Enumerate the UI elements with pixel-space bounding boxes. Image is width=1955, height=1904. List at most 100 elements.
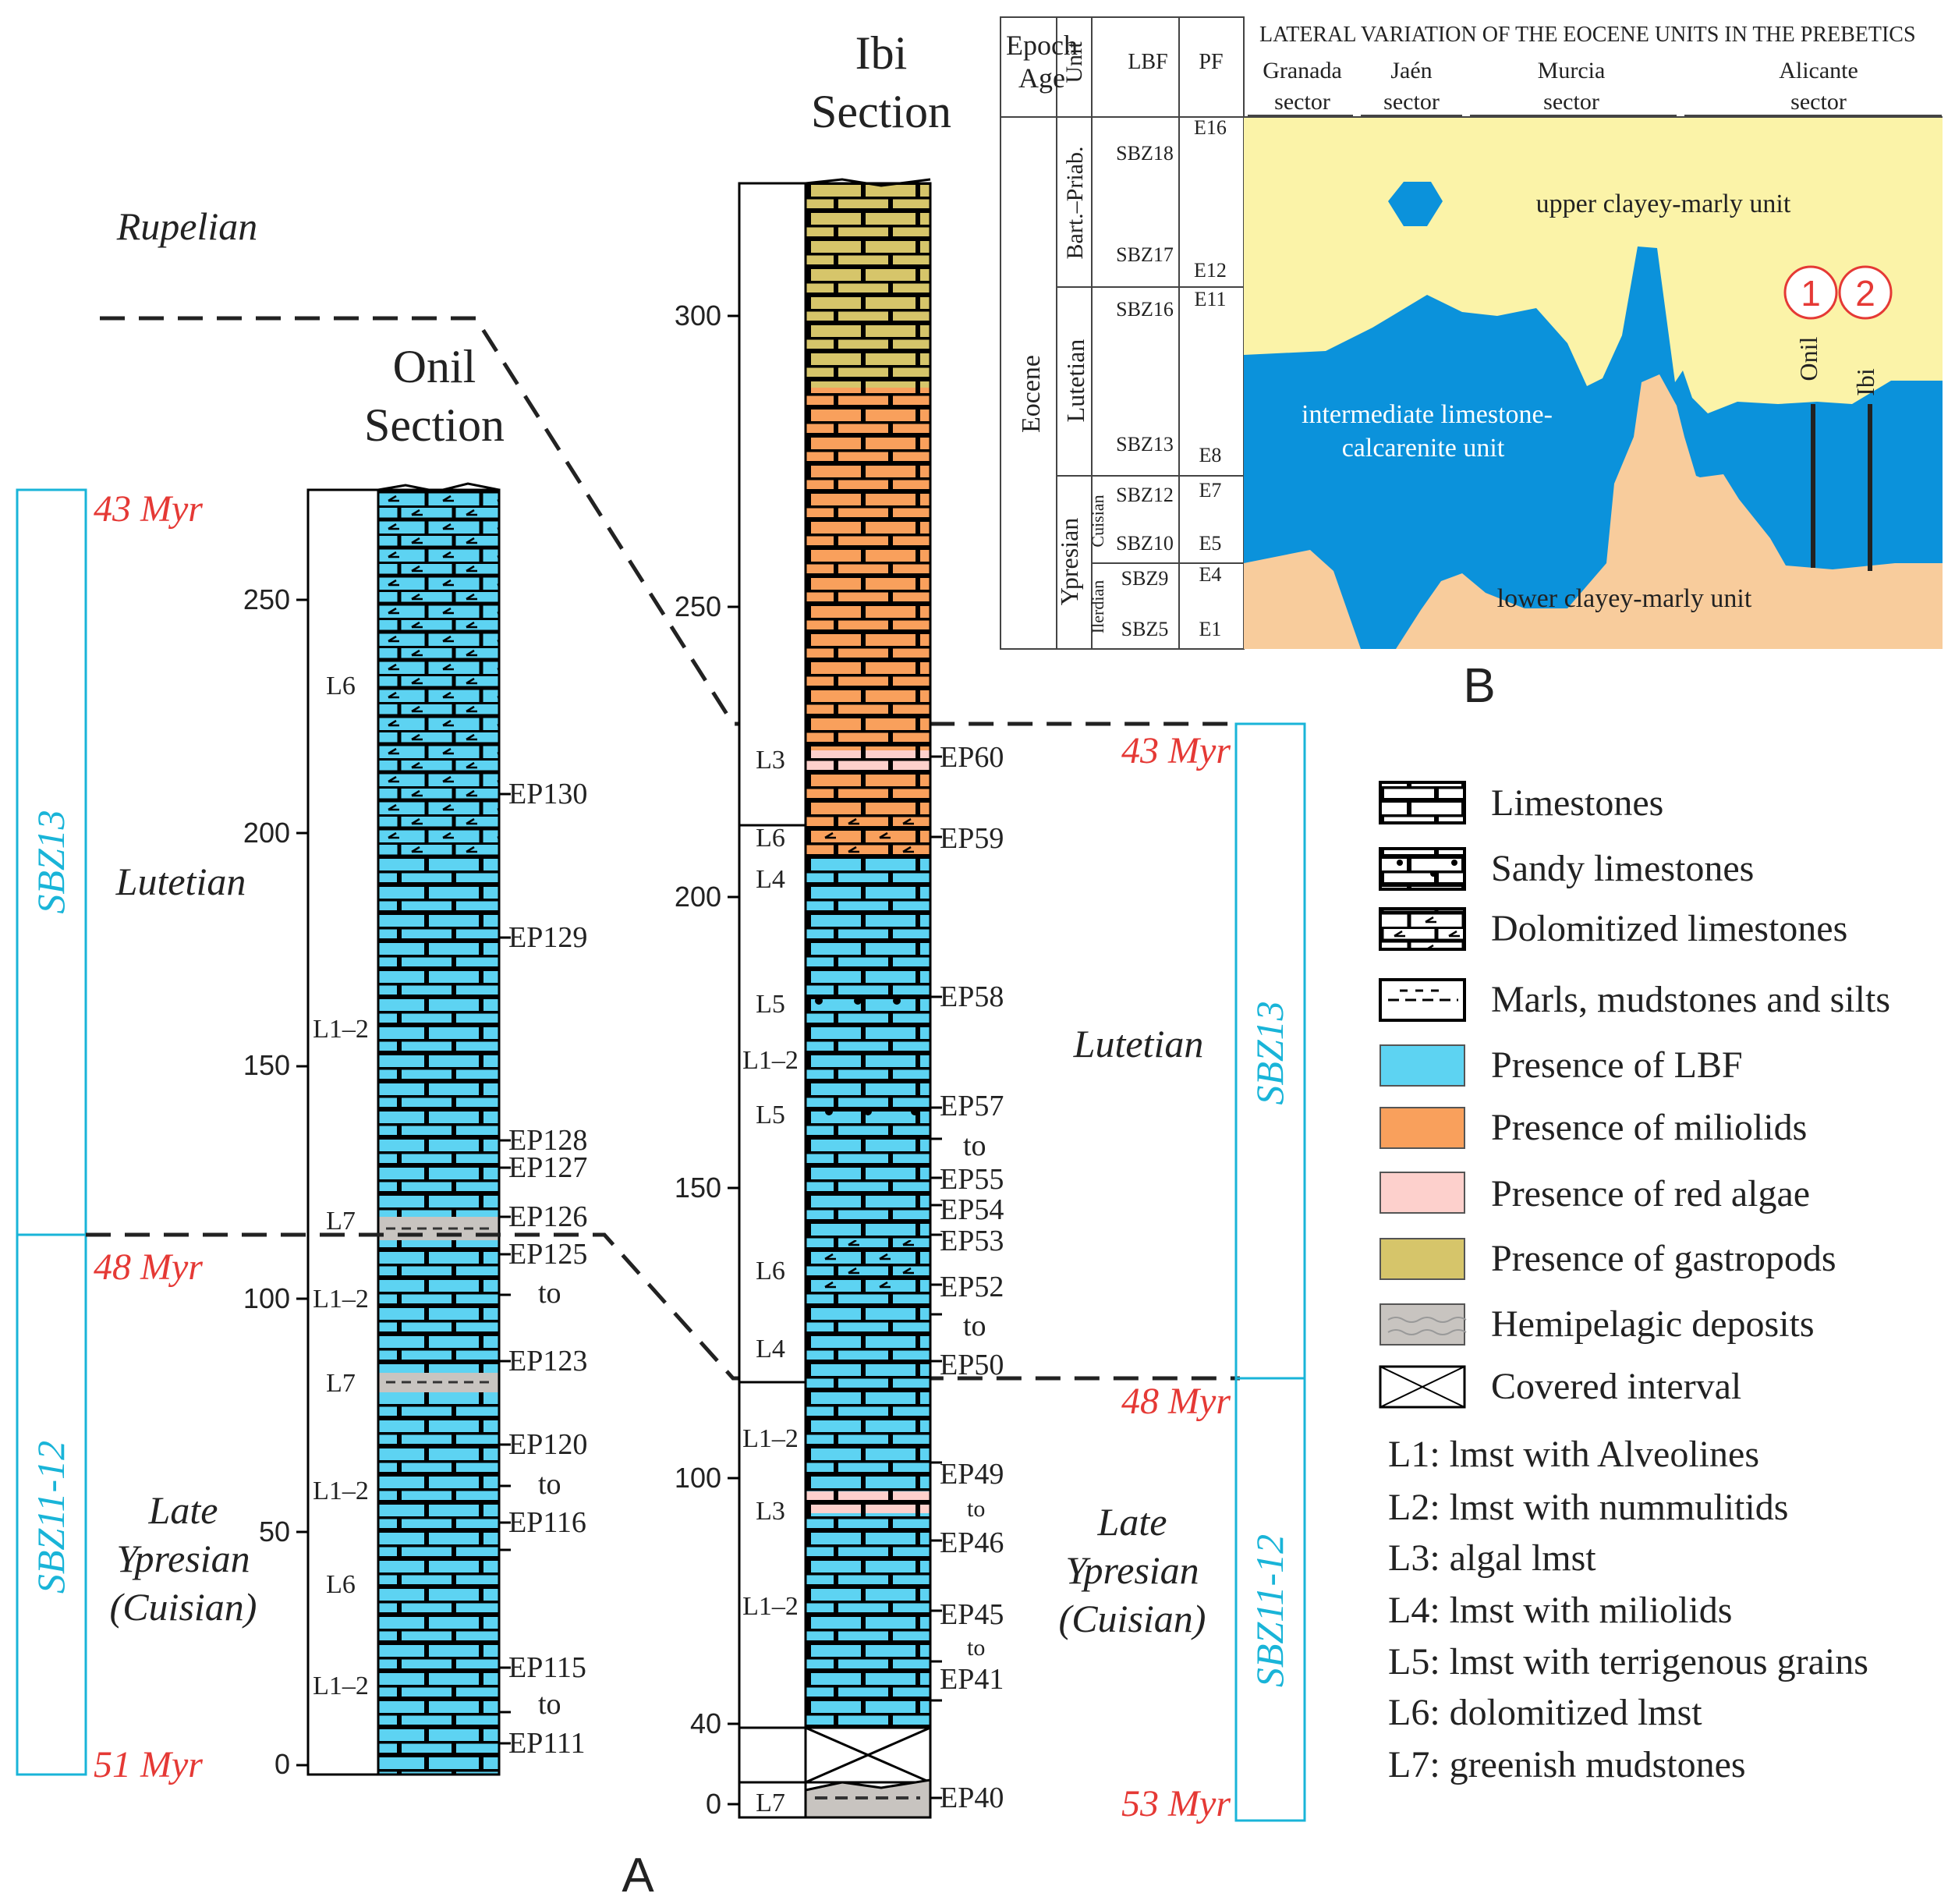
onil-stage-lutetian: Lutetian bbox=[115, 860, 246, 903]
table-epoch: Eocene bbox=[1017, 355, 1046, 433]
table-header-age: Age bbox=[1018, 62, 1065, 94]
onil-title-line2: Section bbox=[364, 399, 505, 451]
sector-label: Murcia bbox=[1538, 58, 1606, 83]
lithofacies-item: L6: dolomitized lmst bbox=[1388, 1692, 1702, 1733]
onil-unit-label: L7 bbox=[326, 1207, 356, 1236]
onil-sample: EP126 bbox=[508, 1200, 587, 1233]
lithofacies-item: L7: greenish mudstones bbox=[1388, 1744, 1746, 1785]
onil-unit-label: L6 bbox=[326, 1570, 356, 1599]
onil-sample: to bbox=[538, 1688, 561, 1721]
onil-sample: EP127 bbox=[508, 1151, 587, 1184]
panel-b-title: LATERAL VARIATION OF THE EOCENE UNITS IN… bbox=[1259, 23, 1916, 47]
lithofacies-item: L3: algal lmst bbox=[1388, 1537, 1596, 1579]
ibi-age: 53 Myr bbox=[1121, 1783, 1231, 1824]
onil-sample: EP116 bbox=[508, 1506, 586, 1539]
lbf-zone: SBZ16 bbox=[1116, 298, 1174, 321]
ibi-sample: EP46 bbox=[940, 1526, 1004, 1559]
onil-stage-late: Late bbox=[148, 1488, 218, 1532]
legend-item: Presence of miliolids bbox=[1491, 1107, 1807, 1148]
ibi-sample: EP57 bbox=[940, 1090, 1004, 1122]
onil-biozone-sbz11-12 bbox=[16, 1233, 87, 1776]
section-marker-name: Onil bbox=[1794, 336, 1822, 381]
table-header-epoch: Epoch bbox=[1006, 30, 1078, 61]
onil-unit-label: L1–2 bbox=[313, 1672, 369, 1700]
section-marker-1 bbox=[1783, 265, 1838, 320]
legend-swatch-red-algae bbox=[1379, 1172, 1465, 1214]
ibi-age: 43 Myr bbox=[1121, 730, 1231, 771]
pf-zone: E7 bbox=[1199, 479, 1222, 502]
ibi-tick: 200 bbox=[675, 881, 721, 913]
onil-unit-column bbox=[306, 488, 380, 1776]
ibi-lithology-column bbox=[804, 178, 932, 1819]
table-age: Lutetian bbox=[1061, 339, 1089, 423]
onil-unit-label: L1–2 bbox=[313, 1285, 369, 1314]
legend-item: Sandy limestones bbox=[1491, 848, 1754, 889]
panel-b-label: B bbox=[1463, 659, 1495, 713]
onil-sample: EP123 bbox=[508, 1345, 587, 1377]
ibi-unit-label: L1–2 bbox=[742, 1424, 799, 1453]
onil-sample: EP111 bbox=[508, 1727, 586, 1760]
legend-symbol-hemipelagic bbox=[1379, 1303, 1467, 1346]
ibi-stage-ypresian: Ypresian bbox=[1065, 1548, 1199, 1592]
onil-unit-label: L1–2 bbox=[313, 1477, 369, 1505]
sector-label: sector bbox=[1274, 89, 1330, 115]
ibi-unit-label: L6 bbox=[756, 1257, 785, 1285]
onil-sample: EP125 bbox=[508, 1238, 587, 1271]
lbf-zone: SBZ13 bbox=[1116, 433, 1174, 456]
onil-tick: 200 bbox=[243, 817, 290, 849]
lbf-zone: SBZ10 bbox=[1116, 532, 1174, 555]
pf-zone: E12 bbox=[1194, 259, 1227, 282]
pf-zone: E4 bbox=[1199, 563, 1222, 586]
onil-sample: EP128 bbox=[508, 1124, 587, 1157]
section-marker-number: 2 bbox=[1855, 273, 1875, 314]
ibi-unit-label: L7 bbox=[756, 1789, 785, 1817]
legend-item: Dolomitized limestones bbox=[1491, 908, 1847, 949]
onil-unit-label: L6 bbox=[326, 672, 356, 700]
panel-b: Epoch Age Unit LBF PF Eocene Bart.–Priab… bbox=[1000, 16, 1943, 650]
legend-symbol-marls bbox=[1379, 978, 1466, 1022]
onil-tick: 250 bbox=[243, 583, 290, 615]
onil-tick: 100 bbox=[243, 1282, 290, 1314]
onil-sample: EP115 bbox=[508, 1651, 586, 1684]
ibi-stage-lutetian: Lutetian bbox=[1073, 1022, 1204, 1065]
onil-age: 51 Myr bbox=[94, 1744, 203, 1785]
table-subunit: Cuisian bbox=[1088, 495, 1107, 547]
legend-item: Presence of red algae bbox=[1491, 1173, 1810, 1214]
ibi-sample: EP58 bbox=[940, 980, 1004, 1013]
lbf-zone: SBZ17 bbox=[1116, 243, 1174, 266]
ibi-tick: 100 bbox=[675, 1462, 721, 1494]
onil-lithology-column bbox=[377, 482, 501, 1776]
lithofacies-item: L5: lmst with terrigenous grains bbox=[1388, 1641, 1868, 1682]
legend-swatch-lbf bbox=[1379, 1044, 1465, 1087]
ibi-sample: EP60 bbox=[940, 741, 1004, 774]
onil-age: 43 Myr bbox=[94, 488, 203, 530]
onil-sample: to bbox=[538, 1468, 561, 1501]
correlation-lines bbox=[86, 316, 1240, 1381]
ibi-sample: EP55 bbox=[940, 1163, 1004, 1196]
ibi-unit-label: L1–2 bbox=[742, 1046, 799, 1075]
ibi-sample: EP53 bbox=[940, 1225, 1004, 1257]
ibi-sample: to bbox=[963, 1129, 986, 1162]
ibi-tick: 250 bbox=[675, 590, 721, 622]
lbf-zone: SBZ9 bbox=[1121, 567, 1169, 590]
ibi-title-line2: Section bbox=[811, 86, 951, 137]
ibi-unit-label: L6 bbox=[756, 824, 785, 853]
ibi-sample: to bbox=[967, 1496, 985, 1522]
onil-tick: 150 bbox=[243, 1049, 290, 1081]
ibi-unit-label: L1–2 bbox=[742, 1592, 799, 1621]
pf-zone: E5 bbox=[1199, 532, 1222, 555]
onil-tick: 50 bbox=[259, 1516, 290, 1548]
sector-label: Alicante bbox=[1779, 58, 1858, 83]
unit-label-lower: lower clayey-marly unit bbox=[1497, 584, 1752, 613]
ibi-sample-ticks bbox=[930, 755, 942, 1799]
ibi-stage-late: Late bbox=[1097, 1500, 1167, 1544]
legend-symbol-sandy-limestones bbox=[1379, 847, 1466, 891]
legend-swatch-miliolids bbox=[1379, 1107, 1465, 1149]
onil-sample: to bbox=[538, 1277, 561, 1310]
ibi-biozone-sbz11-12 bbox=[1234, 1377, 1306, 1822]
ibi-sample: to bbox=[963, 1310, 986, 1342]
unit-label-upper: upper clayey-marly unit bbox=[1536, 190, 1791, 218]
table-subunit: Ilerdian bbox=[1088, 580, 1107, 633]
ibi-unit-label: L3 bbox=[756, 746, 785, 775]
ibi-sample: EP52 bbox=[940, 1271, 1004, 1303]
